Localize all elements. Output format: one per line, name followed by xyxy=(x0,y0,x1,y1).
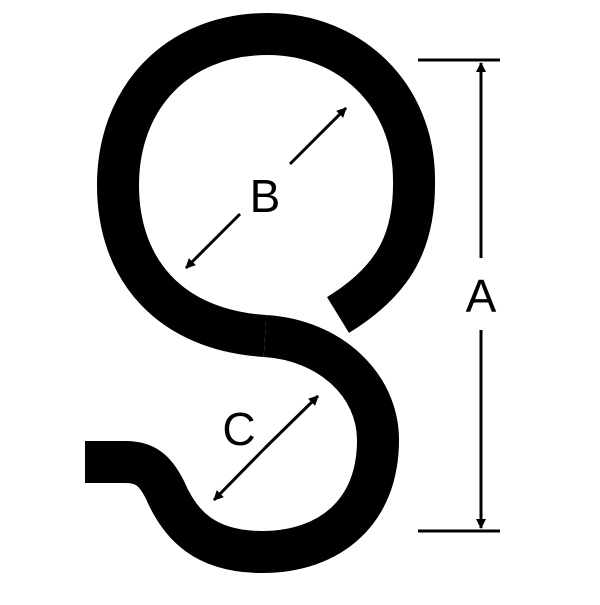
dimension-b: B xyxy=(184,106,348,270)
hook-lower-loop xyxy=(85,315,400,574)
dimension-c-label: C xyxy=(222,403,255,455)
dimension-c-lower-arrow xyxy=(212,446,267,502)
dimension-a-label: A xyxy=(466,270,497,322)
dimension-c-upper-arrow xyxy=(263,394,320,450)
dimension-b-upper-arrow xyxy=(288,106,348,166)
hook-upper-loop xyxy=(96,12,436,357)
s-hook-shape xyxy=(85,12,436,574)
dimension-b-label: B xyxy=(250,170,281,222)
dimension-b-lower-arrow xyxy=(184,212,242,270)
dimension-c: C xyxy=(212,394,320,502)
dimension-a: A xyxy=(418,58,500,533)
